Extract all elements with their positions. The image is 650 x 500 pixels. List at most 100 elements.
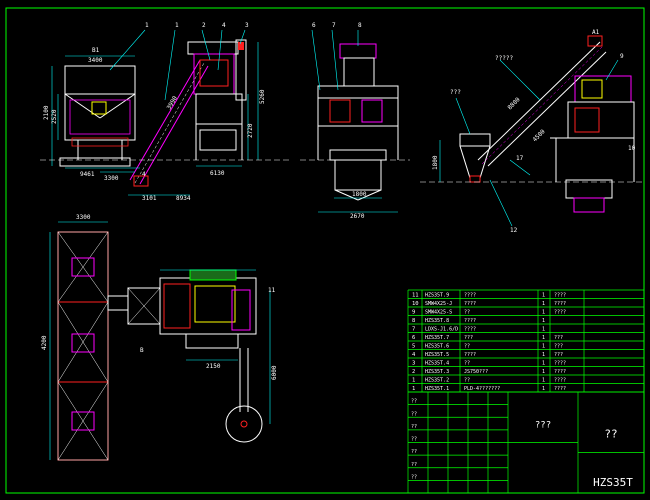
parts-row-remark: ????: [554, 378, 566, 384]
parts-row-name: ??: [464, 310, 470, 316]
parts-row-name: JS750???: [464, 369, 488, 375]
parts-row-qty: 1: [542, 335, 545, 341]
title-block-field: ??: [411, 462, 417, 468]
callout-number: 6: [312, 22, 316, 29]
dimension-value: 4: [142, 171, 146, 178]
dimension-value: 1800: [432, 155, 439, 170]
parts-row-number: 3: [412, 361, 415, 367]
callout-number: 1: [145, 22, 149, 29]
parts-row-qty: 1: [542, 352, 545, 358]
parts-row-remark: ????: [554, 386, 566, 392]
parts-row-code: HZS35T.8: [425, 318, 449, 324]
parts-row-qty: 1: [542, 293, 545, 299]
parts-row-remark: ????: [554, 301, 566, 307]
parts-row-number: 1: [412, 378, 415, 384]
parts-row-remark: ????: [554, 361, 566, 367]
title-block-field: ??: [411, 437, 417, 443]
callout-number: 3: [245, 22, 249, 29]
title-block-field: ??: [411, 424, 417, 430]
title-block: ???????????????????HZS35T: [407, 391, 644, 494]
dimension-value: 3101: [142, 195, 157, 202]
annotation-label: ?????: [495, 55, 513, 62]
callout-number: 11: [268, 287, 276, 294]
dimension-value: 6000: [271, 365, 278, 380]
callout-number: 7: [332, 22, 336, 29]
parts-row-name: PLD-4???????: [464, 386, 500, 392]
parts-row-remark: ????: [554, 310, 566, 316]
parts-row-number: 4: [412, 352, 416, 358]
parts-row-number: 2: [412, 369, 415, 375]
dimension-value: 17: [516, 155, 524, 162]
dimension-value: 1800: [352, 191, 367, 198]
parts-row-code: HZS35T.1: [425, 386, 449, 392]
parts-row-qty: 1: [542, 369, 545, 375]
parts-row-number: 9: [412, 310, 415, 316]
parts-row-name: ??: [464, 378, 470, 384]
callout-number: 12: [510, 227, 518, 234]
title-block-name: ???: [535, 420, 551, 430]
dimension-value: 8934: [176, 195, 191, 202]
parts-row-name: ????: [464, 318, 476, 324]
parts-row-remark: ???: [554, 335, 563, 341]
dimension-value: 2520: [51, 109, 58, 124]
parts-row-qty: 1: [542, 378, 545, 384]
parts-row-name: ??: [464, 361, 470, 367]
dimension-value: 2670: [350, 213, 365, 220]
parts-row-remark: ????: [554, 293, 566, 299]
annotation-label: A1: [592, 29, 600, 36]
parts-row-qty: 1: [542, 327, 545, 333]
title-block-field: ??: [411, 399, 417, 405]
parts-row-name: ??: [464, 344, 470, 350]
parts-row-code: HZS35T.3: [425, 369, 449, 375]
dimension-value: 2720: [247, 123, 254, 138]
drawing-frame: [5, 7, 645, 494]
parts-row-name: ????: [464, 293, 476, 299]
plan-view: [49, 221, 271, 461]
callout-number: 8: [358, 22, 362, 29]
parts-row-code: HZS35T.9: [425, 293, 449, 299]
parts-row-remark: ???: [554, 344, 563, 350]
title-block-field: ??: [411, 411, 417, 417]
annotation-label: B: [140, 347, 144, 354]
dimension-value: 2100: [43, 105, 50, 120]
parts-row-qty: 1: [542, 301, 545, 307]
annotation-label: ???: [450, 89, 461, 96]
parts-row-code: HZS35T.6: [425, 344, 449, 350]
right-view: [420, 35, 644, 227]
callout-number: 2: [202, 22, 206, 29]
parts-row-qty: 1: [542, 318, 545, 324]
callout-number: 4: [222, 22, 226, 29]
parts-row-code: HZS35T.7: [425, 335, 449, 341]
parts-row-number: 8: [412, 318, 415, 324]
parts-row-number: 1: [412, 386, 415, 392]
parts-row-qty: 1: [542, 361, 545, 367]
parts-row-code: SMW4X25-S: [425, 310, 452, 316]
dimension-value: 3400: [88, 57, 103, 64]
parts-row-name: ???: [464, 335, 473, 341]
parts-row-remark: ????: [554, 369, 566, 375]
dimension-value: 2150: [206, 363, 221, 370]
title-block-heading: ??: [604, 427, 617, 440]
parts-row-qty: 1: [542, 386, 545, 392]
dimension-value: 3300: [76, 214, 91, 221]
parts-row-number: 11: [412, 293, 419, 299]
title-block-field: ??: [411, 449, 417, 455]
dimension-value: B1: [92, 47, 100, 54]
side-view-labels: 6 7 8 1800 2670: [312, 22, 367, 220]
dimension-value: 5260: [259, 89, 266, 104]
parts-row-code: HZS35T.2: [425, 378, 449, 384]
parts-row-qty: 1: [542, 310, 545, 316]
parts-row-remark: ???: [554, 352, 563, 358]
parts-row-number: 5: [412, 344, 415, 350]
callout-number: 1: [175, 22, 179, 29]
parts-row-number: 7: [412, 327, 415, 333]
parts-row-code: HZS35T.5: [425, 352, 449, 358]
dimension-value: 6130: [210, 170, 225, 177]
parts-row-name: ????: [464, 327, 476, 333]
title-block-field: ??: [411, 474, 417, 480]
parts-row-code: LDXS-J1.6/D: [425, 327, 458, 333]
parts-row-number: 10: [412, 301, 419, 307]
parts-row-name: ????: [464, 352, 476, 358]
